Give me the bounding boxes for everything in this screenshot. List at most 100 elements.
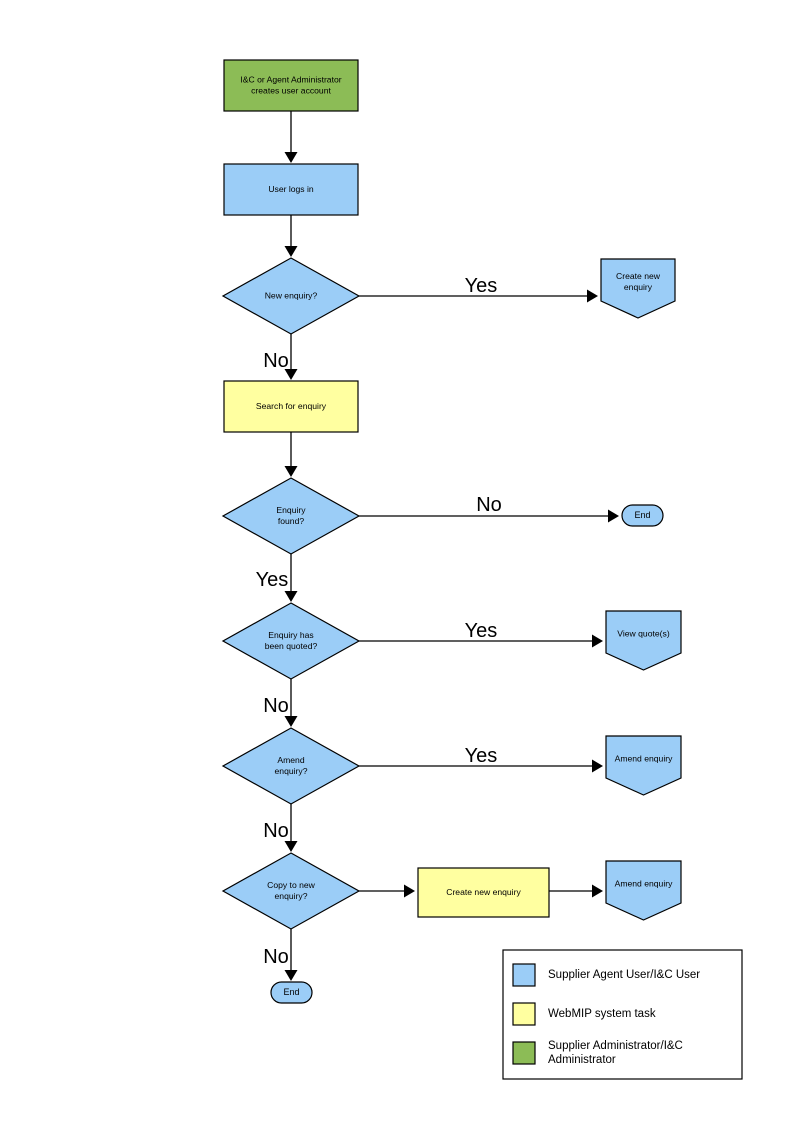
flow-node-view-quotes[interactable]: View quote(s) [605,610,682,671]
legend-swatch [512,963,536,987]
flow-edge: No [263,804,298,852]
edge-label: No [263,820,289,842]
flow-edge: No [263,334,298,380]
edge-arrowhead [284,369,298,380]
decision-diamond [221,852,361,930]
flow-node-end-bottom[interactable]: End [270,981,313,1004]
edge-arrowhead [284,466,298,477]
node-label: creates user account [251,85,331,95]
legend-label: WebMIP system task [548,1008,656,1020]
node-label: found? [278,516,305,526]
flow-edge [549,884,603,898]
edge-arrowhead [404,884,415,898]
flow-edge: Yes [256,554,298,602]
legend-item-legend-system: WebMIP system task [512,1002,656,1026]
node-label: Amend [277,755,304,765]
decision-diamond [221,602,361,680]
pentagon-box [605,610,682,671]
node-label: enquiry? [275,891,308,901]
decision-diamond [221,477,361,555]
flow-edge [284,215,298,257]
flow-edge: Yes [359,745,603,773]
flow-node-new-enquiry-decision[interactable]: New enquiry? [221,257,361,335]
legend-panel [502,949,743,1080]
terminator-shape [621,504,664,527]
node-label: Amend enquiry [615,878,674,888]
edge-arrowhead [592,759,603,773]
flow-node-amend-enquiry-right[interactable]: Amend enquiry [605,735,682,796]
node-label: End [634,510,650,520]
legend-item-legend-user: Supplier Agent User/I&C User [512,963,700,987]
node-label: Create new enquiry [446,887,521,897]
edge-arrowhead [284,841,298,852]
edge-arrowhead [608,509,619,523]
node-label: I&C or Agent Administrator [240,74,341,84]
node-label: enquiry [624,282,653,292]
edge-label: No [263,695,289,717]
node-label: Amend enquiry [615,753,674,763]
node-label: New enquiry? [265,290,318,300]
node-label: Search for enquiry [256,401,327,411]
node-label: been quoted? [265,641,318,651]
flow-node-end-right[interactable]: End [621,504,664,527]
edge-arrowhead [284,716,298,727]
legend-label: Supplier Agent User/I&C User [548,969,700,981]
edge-arrowhead [284,591,298,602]
node-label: Enquiry has [268,630,313,640]
edge-arrowhead [284,970,298,981]
edge-arrowhead [284,152,298,163]
decision-diamond [221,727,361,805]
legend-swatch [512,1002,536,1026]
edge-label: Yes [256,569,289,591]
edge-label: Yes [465,620,498,642]
node-label: End [283,987,299,997]
process-box [223,380,359,433]
flow-node-create-new-enquiry-bottom[interactable]: Create new enquiry [417,867,550,918]
flow-edge [284,432,298,477]
node-label: Copy to new [267,880,316,890]
edge-label: Yes [465,275,498,297]
node-label: User logs in [268,184,314,194]
flow-edge: No [359,494,619,523]
terminator-shape [270,981,313,1004]
flow-edge: No [263,679,298,727]
decision-diamond [221,257,361,335]
flow-edge: Yes [359,275,598,303]
node-label: Create new [616,271,661,281]
legend-label: Supplier Administrator/I&C [548,1040,683,1052]
process-box [223,59,359,112]
edge-label: Yes [465,745,498,767]
edge-label: No [263,350,289,372]
node-label: View quote(s) [617,628,670,638]
flow-edge: Yes [359,620,603,648]
flow-edge [284,111,298,163]
edge-arrowhead [592,884,603,898]
process-box [417,867,550,918]
process-box [223,163,359,216]
legend-swatch [512,1041,536,1065]
pentagon-box [605,860,682,921]
edge-label: No [263,946,289,968]
edge-arrowhead [587,289,598,303]
edge-arrowhead [284,246,298,257]
pentagon-box [605,735,682,796]
node-label: Enquiry [276,505,306,515]
flow-node-search-for-enquiry[interactable]: Search for enquiry [223,380,359,433]
flow-node-amend-enquiry-bottom[interactable]: Amend enquiry [605,860,682,921]
node-label: enquiry? [275,766,308,776]
edge-label: No [476,494,502,516]
flow-node-user-logs-in[interactable]: User logs in [223,163,359,216]
flow-edge: No [263,929,298,981]
